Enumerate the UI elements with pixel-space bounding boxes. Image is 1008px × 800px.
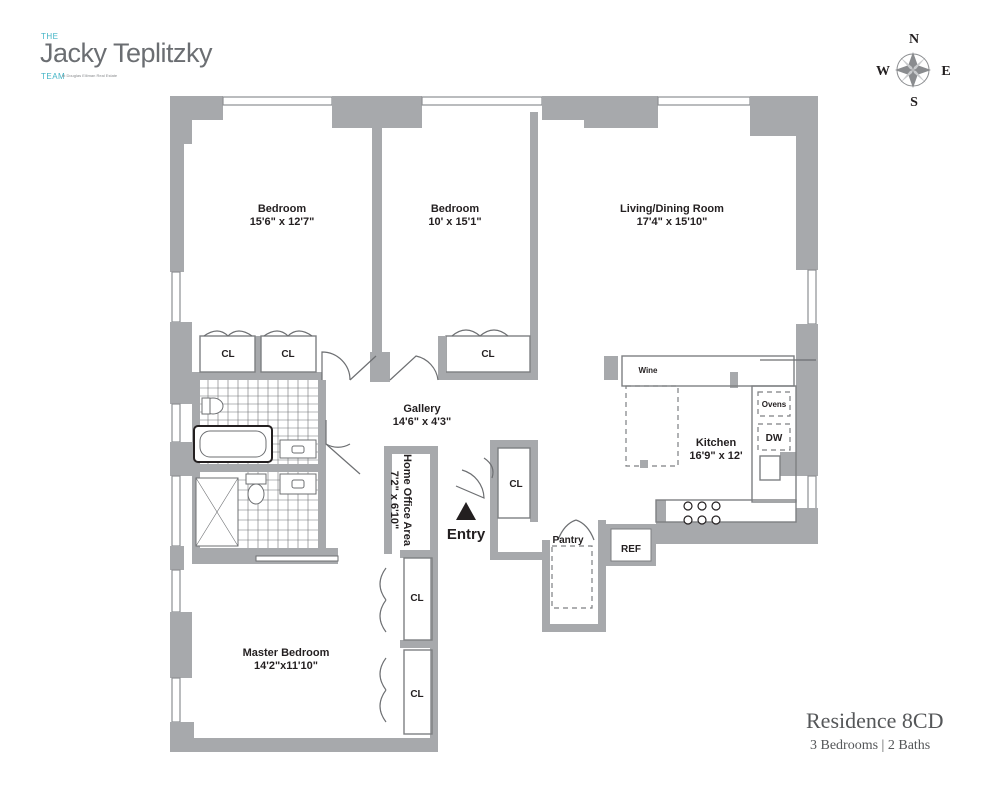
office-label: Home Office Area 7'2" x 6'10" [388,454,413,547]
wine-label: Wine [638,366,658,375]
pantry-label: Pantry [552,535,584,546]
cooktop-icon [683,501,721,525]
bedroom1-name: Bedroom [258,203,307,215]
brand-affiliation: at Douglas Elliman Real Estate [62,73,118,78]
ovens-label: Ovens [762,400,787,409]
closet-label-4: CL [509,479,522,490]
kitchen-dims: 16'9" x 12' [689,450,743,462]
brand-team: TEAM [41,72,66,81]
entry-label: Entry [447,526,486,543]
gallery-name: Gallery [403,403,441,415]
brand-the: THE [41,32,59,41]
master-name: Master Bedroom [243,647,330,659]
closet-label-3: CL [481,349,494,360]
closet-label-6: CL [410,689,423,700]
bedroom2-dims: 10' x 15'1" [428,216,481,228]
brand-name: Jacky Teplitzky [40,38,213,68]
compass-n: N [909,32,919,47]
closet-label-2: CL [281,349,294,360]
compass-icon: N S E W [876,32,951,110]
living-dims: 17'4" x 15'10" [637,216,708,228]
residence-title: Residence 8CD [806,708,944,733]
office-name: Home Office Area [401,454,413,547]
bedroom1-dims: 15'6" x 12'7" [250,216,315,228]
bedroom2-name: Bedroom [431,203,480,215]
compass-s: S [910,95,918,110]
dw-label: DW [766,433,783,444]
gallery-dims: 14'6" x 4'3" [393,416,451,428]
office-dims: 7'2" x 6'10" [388,471,400,529]
closet-label-1: CL [221,349,234,360]
compass-w: W [876,64,890,79]
exterior-walls [170,96,818,752]
ref-label: REF [621,544,641,555]
entry-arrow-icon [456,502,476,520]
kitchen-name: Kitchen [696,437,737,449]
master-dims: 14'2"x11'10" [254,660,318,672]
compass-e: E [941,64,950,79]
residence-subtitle: 3 Bedrooms | 2 Baths [810,738,931,753]
doors [203,329,816,723]
living-name: Living/Dining Room [620,203,724,215]
closet-label-5: CL [410,593,423,604]
bathroom-fixtures [193,397,339,562]
